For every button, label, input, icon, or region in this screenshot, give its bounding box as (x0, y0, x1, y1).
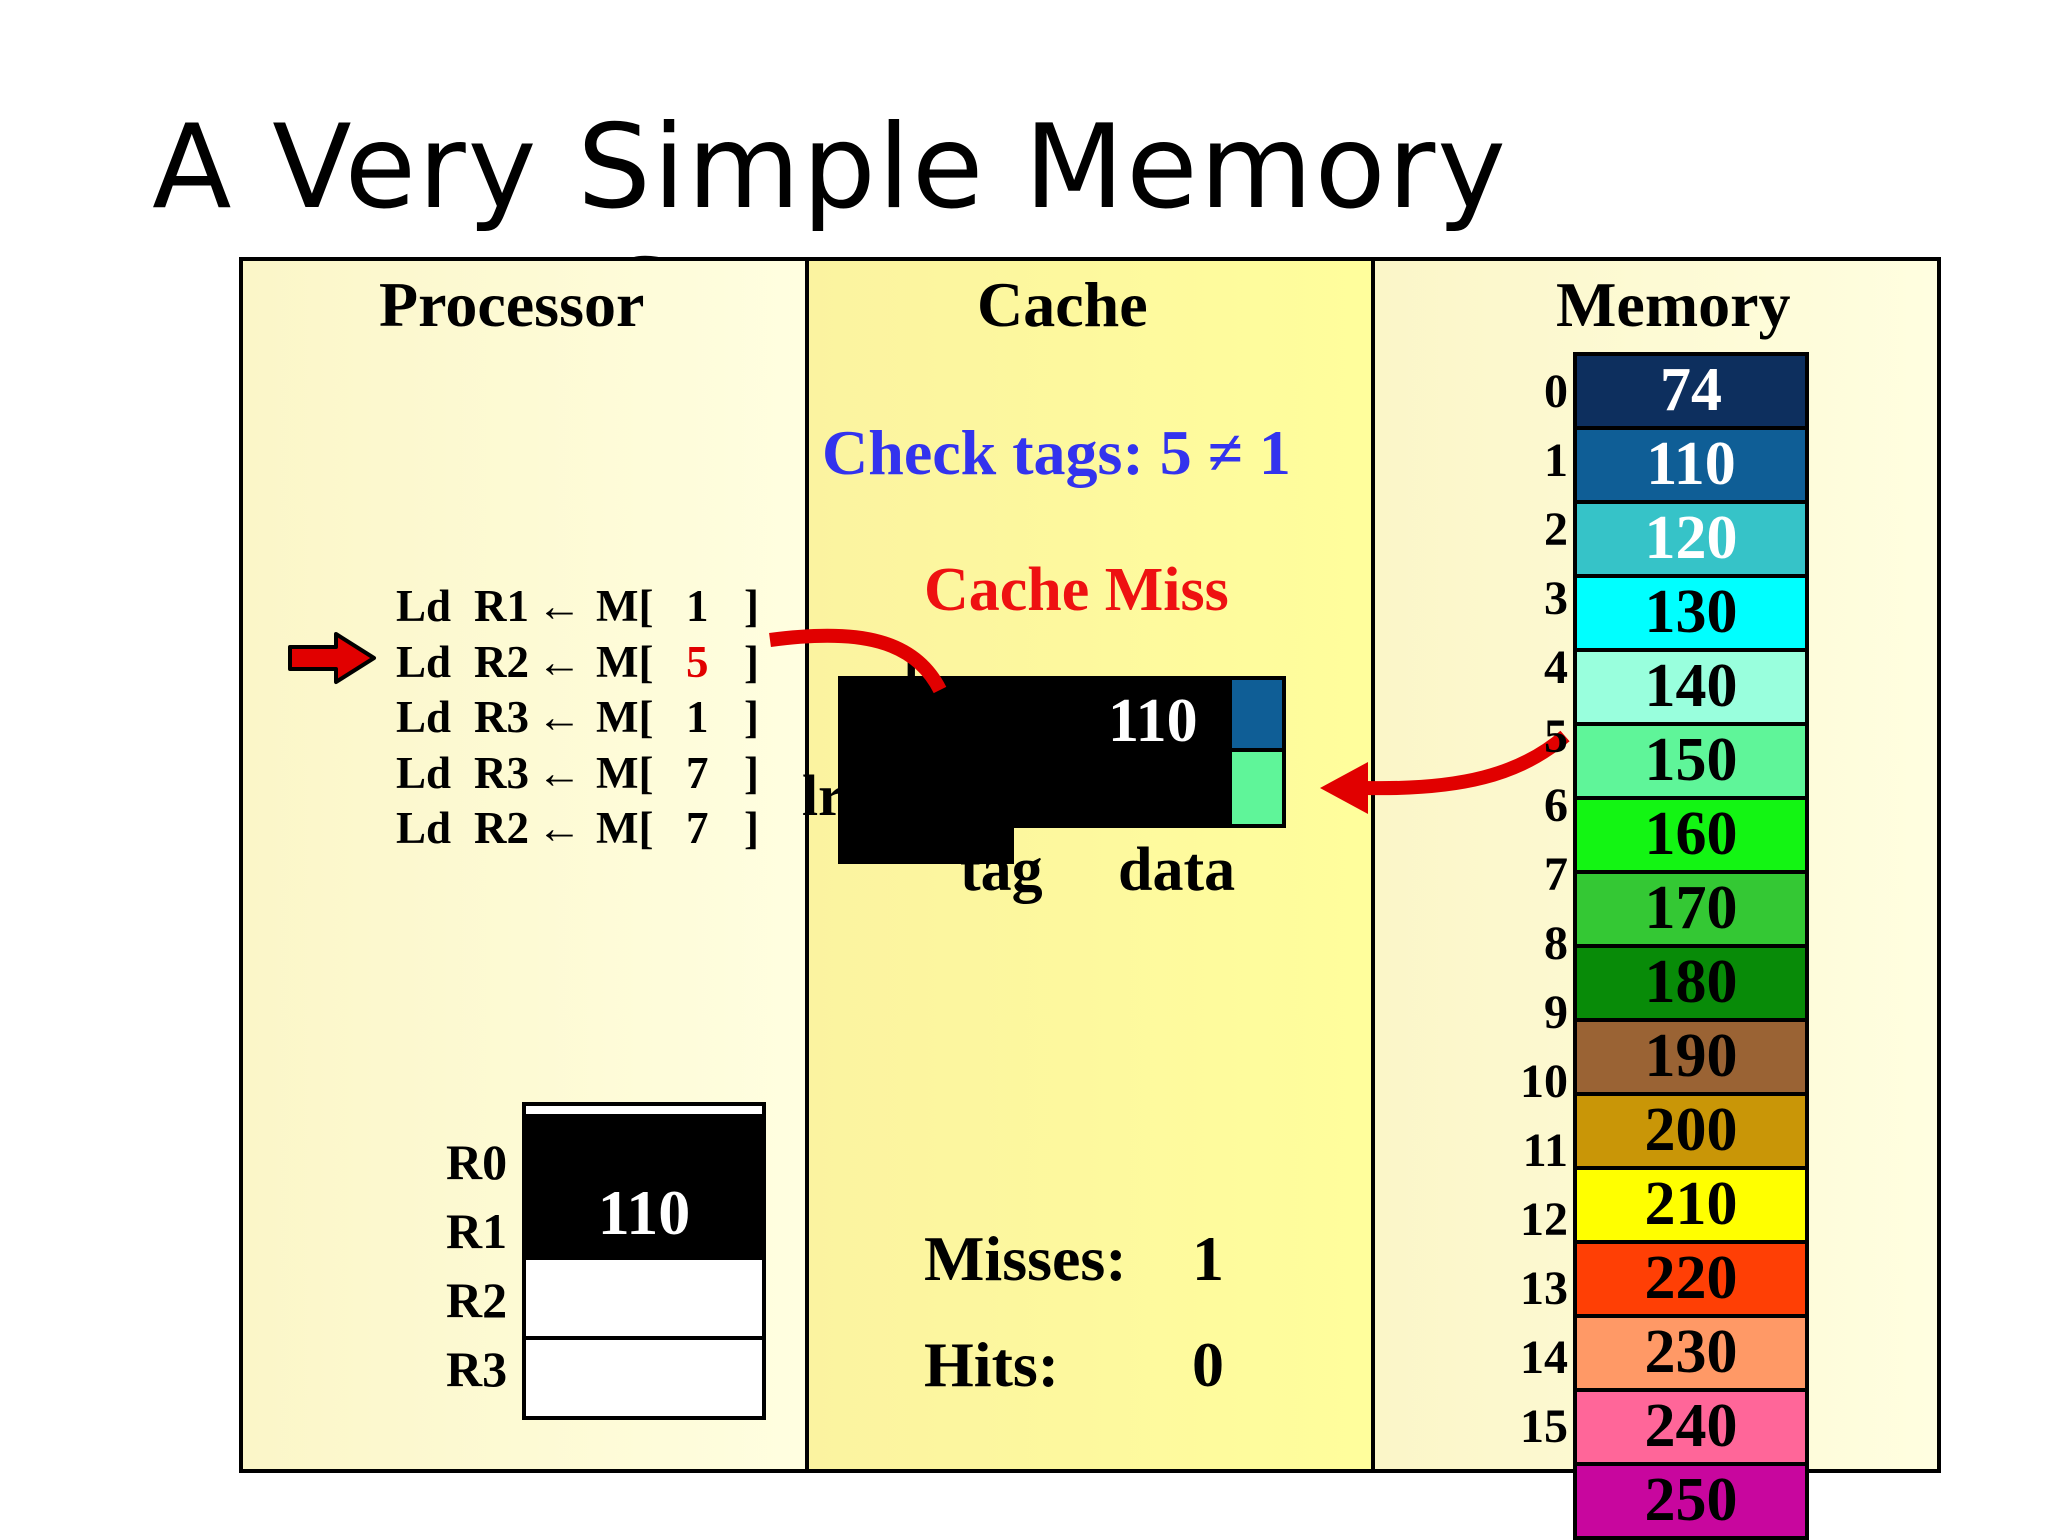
memory-cell: 230 (1573, 1314, 1809, 1392)
instruction-addr: 1 (686, 581, 709, 631)
instruction-addr: 7 (686, 747, 709, 798)
memory-cell: 140 (1573, 648, 1809, 726)
memory-address-label: 14 (1520, 1331, 1568, 1384)
memory-cell: 74 (1573, 352, 1809, 430)
memory-address-label: 3 (1544, 572, 1568, 625)
memory-cell: 240 (1573, 1388, 1809, 1466)
memory-cell: 130 (1573, 574, 1809, 652)
memory-address-label: 6 (1544, 779, 1568, 832)
register-r3-cell (522, 1336, 766, 1420)
instruction-mem: M[ (596, 747, 654, 798)
memory-title: Memory (1556, 269, 1791, 340)
memory-address-label: 12 (1520, 1193, 1568, 1246)
memory-cell: 180 (1573, 944, 1809, 1022)
memory-cell: 250 (1573, 1462, 1809, 1540)
register-label-r3: R3 (446, 1341, 508, 1397)
memory-address-label: 13 (1520, 1262, 1568, 1315)
request-arrow-path (769, 628, 947, 694)
memory-cell: 200 (1573, 1092, 1809, 1170)
register-label-r0: R0 (446, 1134, 508, 1190)
memory-address-label: 2 (1544, 503, 1568, 556)
instruction-arrow: ← (537, 636, 582, 687)
instruction-reg: R2 (474, 636, 529, 687)
register-r1-value: 110 (597, 1177, 691, 1248)
instruction-addr: 1 (686, 692, 709, 742)
register-label-r2: R2 (446, 1272, 508, 1328)
instruction-reg: R3 (474, 692, 529, 742)
instruction-op: Ld (396, 636, 452, 687)
memory-address-label: 15 (1520, 1400, 1568, 1453)
memory-cell: 220 (1573, 1240, 1809, 1318)
memory-cell: 190 (1573, 1018, 1809, 1096)
instruction-op: Ld (396, 747, 452, 798)
fill-arrow-path (1364, 730, 1570, 796)
memory-address-label: 5 (1544, 710, 1568, 763)
check-tags-text: Check tags: 5 ≠ 1 (822, 417, 1291, 488)
cache-title: Cache (977, 269, 1148, 340)
memory-address-label: 11 (1522, 1124, 1568, 1177)
instruction-addr: 5 (686, 636, 709, 687)
memory-address-label: 9 (1544, 986, 1568, 1039)
instruction-mem: M[ (596, 692, 654, 742)
instruction-reg: R2 (474, 803, 529, 853)
cache-partial-lr-text: lr (802, 763, 844, 828)
instruction-arrow: ← (537, 581, 582, 631)
instruction-addr: 7 (686, 803, 709, 853)
instruction-close: ] (744, 692, 759, 742)
current-instruction-arrow-icon (288, 632, 376, 684)
memory-address-label: 0 (1544, 365, 1568, 418)
cache-line-block: 110 (838, 676, 1286, 828)
memory-address-label: 10 (1520, 1055, 1568, 1108)
processor-title: Processor (379, 269, 645, 340)
instruction-reg: R1 (474, 581, 529, 631)
memory-cell: 120 (1573, 500, 1809, 578)
memory-cell: 210 (1573, 1166, 1809, 1244)
instruction-op: Ld (396, 581, 452, 631)
instruction-mem: M[ (596, 581, 654, 631)
cache-column-data: data (1118, 836, 1236, 904)
hits-value: 0 (1192, 1329, 1224, 1400)
memory-address-label: 8 (1544, 917, 1568, 970)
instruction-close: ] (744, 747, 759, 798)
instruction-close: ] (744, 636, 759, 687)
instruction-reg: R3 (474, 747, 529, 798)
instruction-op: Ld (396, 803, 452, 853)
memory-address-label: 7 (1544, 848, 1568, 901)
register-r0-r1-cells: 110 (522, 1114, 766, 1260)
instruction-mem: M[ (596, 803, 654, 853)
memory-cell: 150 (1573, 722, 1809, 800)
register-label-r1: R1 (446, 1203, 508, 1259)
fill-arrowhead-icon (1320, 762, 1368, 814)
cache-line-value: 110 (1108, 687, 1198, 755)
memory-address-label: 4 (1544, 641, 1568, 694)
misses-value: 1 (1192, 1223, 1224, 1294)
memory-cell: 110 (1573, 426, 1809, 504)
instruction-arrow: ← (537, 692, 582, 742)
instruction-op: Ld (396, 692, 452, 742)
memory-cell: 170 (1573, 870, 1809, 948)
instruction-arrow: ← (537, 803, 582, 853)
cache-data-cell-2 (1228, 748, 1286, 828)
misses-label: Misses: (924, 1223, 1127, 1294)
instruction-arrow: ← (537, 747, 582, 798)
memory-cell: 160 (1573, 796, 1809, 874)
instruction-close: ] (744, 803, 759, 853)
instruction-close: ] (744, 581, 759, 631)
instruction-mem: M[ (596, 636, 654, 687)
hits-label: Hits: (924, 1329, 1060, 1400)
cache-miss-text: Cache Miss (924, 556, 1229, 624)
memory-address-label: 1 (1544, 434, 1568, 487)
